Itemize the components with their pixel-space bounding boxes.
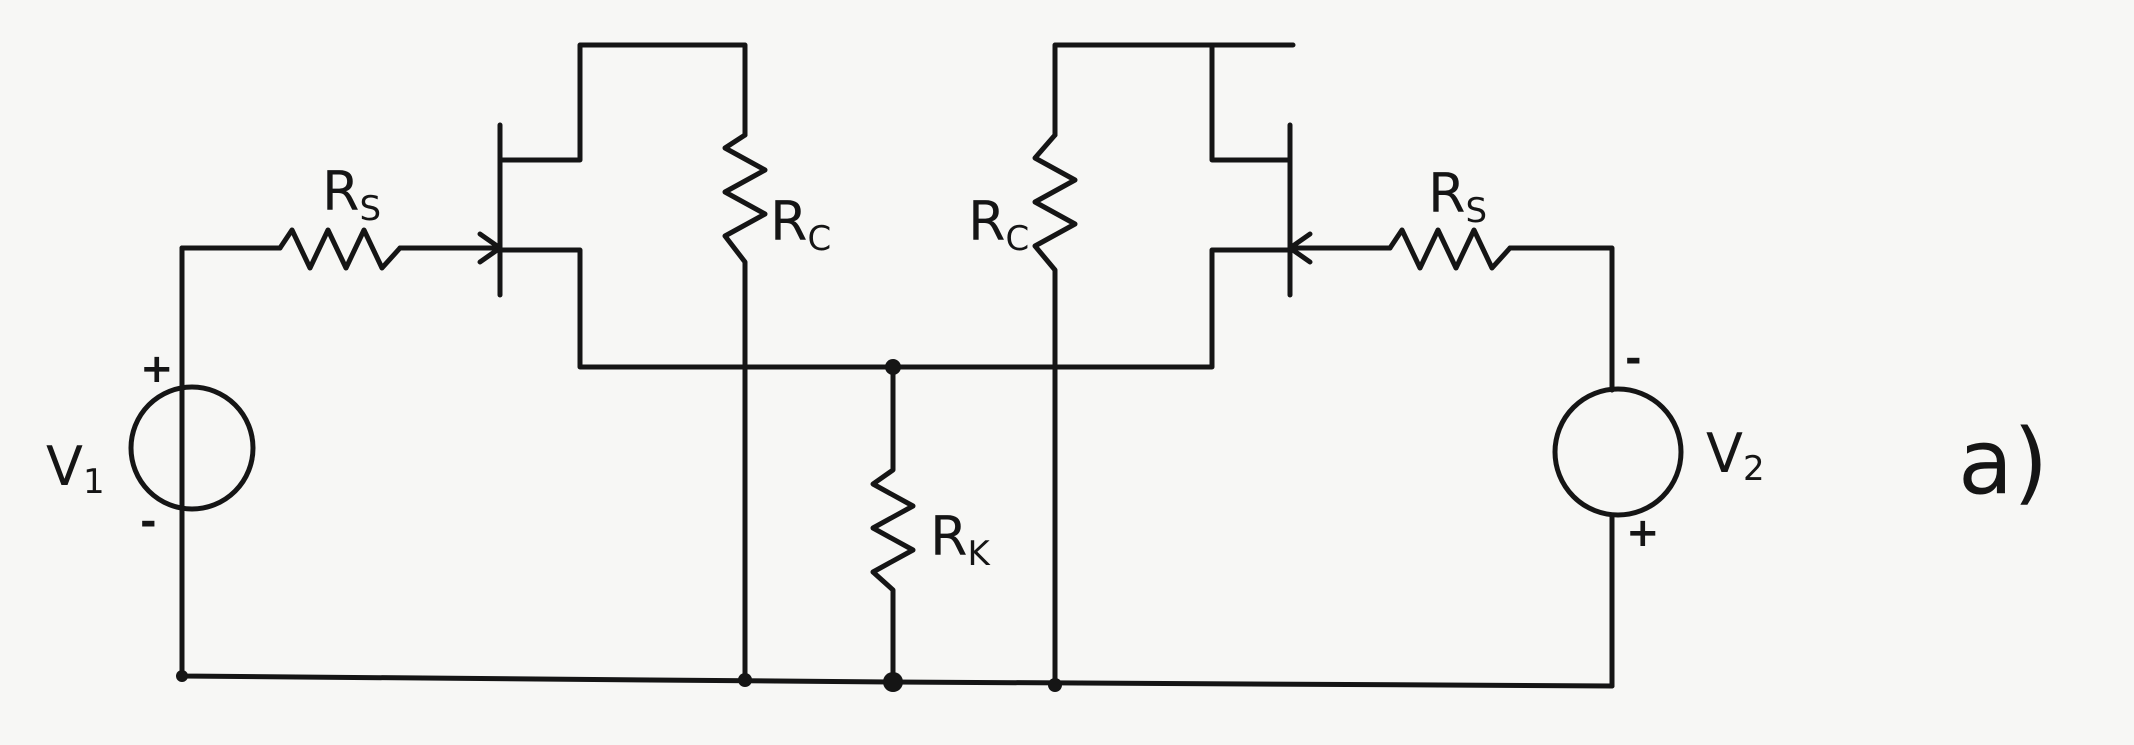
- junction-dot: [883, 672, 903, 692]
- v2-label: V2: [1706, 422, 1765, 489]
- junction-dot: [1048, 678, 1062, 692]
- v1-plus-sign: +: [140, 346, 174, 392]
- rc-right-resistor: [1032, 132, 1078, 685]
- rs-right-label: RS: [1428, 162, 1487, 231]
- junction-dot: [738, 673, 752, 687]
- v1-label: V1: [46, 435, 105, 502]
- rk-label: RK: [930, 505, 992, 574]
- v2-plus-sign: +: [1626, 510, 1660, 556]
- v2-minus-sign: -: [1625, 336, 1642, 382]
- junction-dot: [885, 359, 901, 375]
- rs-left-resistor: [277, 227, 403, 271]
- rs-right-resistor: [1387, 227, 1513, 271]
- rc-left-label: RC: [770, 190, 831, 259]
- left-input-branch: [179, 42, 896, 520]
- v2-source: [1552, 386, 1684, 518]
- rc-right-label: RC: [968, 190, 1029, 259]
- v1-source: [128, 384, 256, 512]
- panel-label: a): [1958, 410, 2048, 515]
- v1-minus-sign: -: [140, 499, 157, 545]
- rs-left-label: RS: [322, 160, 381, 229]
- junction-dot: [176, 670, 188, 682]
- right-transistor-branch: [890, 42, 1615, 685]
- rk-resistor: [870, 364, 916, 685]
- rc-left-resistor: [722, 132, 768, 685]
